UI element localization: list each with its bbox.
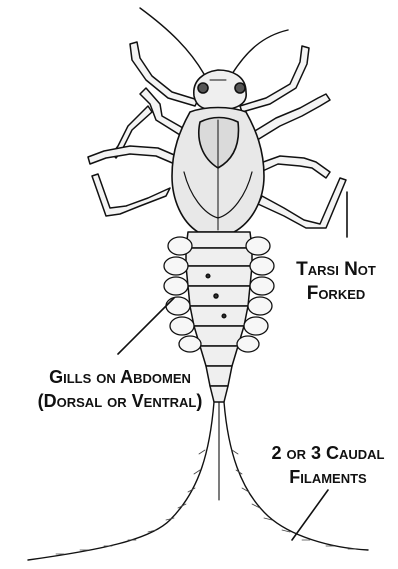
tarsi-label-line2: Forked: [284, 282, 388, 306]
head: [194, 70, 246, 110]
caudal-pointer: [292, 490, 328, 540]
thorax: [172, 108, 264, 233]
caudal-label-line2: Filaments: [262, 465, 394, 489]
antennae: [140, 8, 288, 74]
caudal-label-line1: 2 or 3 Caudal: [262, 441, 394, 465]
label-tarsi-not-forked: Tarsi Not Forked: [284, 258, 388, 306]
tarsi-label-line1: Tarsi Not: [284, 258, 388, 282]
label-caudal-filaments: 2 or 3 Caudal Filaments: [262, 441, 394, 489]
gills-label-line1: Gills on Abdomen: [13, 365, 227, 389]
label-gills-on-abdomen: Gills on Abdomen (Dorsal or Ventral): [13, 365, 227, 413]
gills-label-line2: (Dorsal or Ventral): [13, 389, 227, 413]
gills-pointer: [118, 298, 174, 354]
